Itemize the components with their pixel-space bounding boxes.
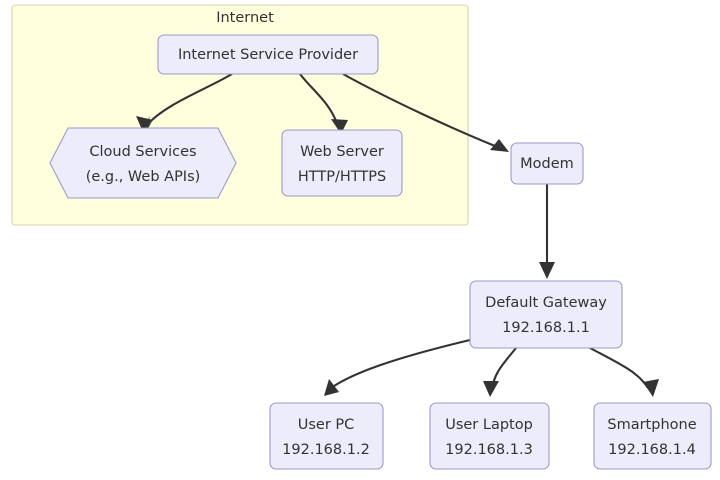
node-isp-box — [157, 34, 379, 75]
node-default-gateway-ip: 192.168.1.1 — [502, 320, 590, 336]
node-user-laptop-box — [429, 402, 550, 470]
node-modem-label: Modem — [520, 156, 574, 172]
node-user-laptop-ip: 192.168.1.3 — [445, 442, 533, 458]
node-cloud-services[interactable]: Cloud Services (e.g., Web APIs) — [49, 127, 237, 199]
edge-isp-to-modem — [342, 73, 509, 152]
node-user-pc-label-line1: User PC — [298, 417, 355, 433]
node-internet-service-provider[interactable]: Internet Service Provider — [157, 34, 379, 75]
node-web-server-label-line1: Web Server — [300, 144, 384, 160]
edge-isp-to-webserver — [299, 73, 348, 134]
node-smartphone-ip: 192.168.1.4 — [608, 442, 696, 458]
node-web-server[interactable]: Web Server HTTP/HTTPS — [281, 129, 403, 197]
edge-isp-to-webserver-arrow — [331, 119, 348, 134]
edge-isp-to-modem-arrow — [490, 139, 509, 152]
node-default-gateway-label-line1: Default Gateway — [485, 295, 607, 311]
edge-gateway-to-laptop-arrow — [483, 381, 499, 397]
node-cloud-services-label-line2: (e.g., Web APIs) — [86, 169, 201, 185]
edge-modem-to-gateway — [539, 184, 555, 279]
node-web-server-box — [281, 129, 403, 197]
edge-isp-to-cloud-path — [145, 73, 233, 127]
node-smartphone[interactable]: Smartphone 192.168.1.4 — [593, 402, 712, 470]
edge-gateway-to-smartphone-arrow — [643, 379, 659, 397]
node-user-laptop[interactable]: User Laptop 192.168.1.3 — [429, 402, 550, 470]
edge-gateway-to-laptop — [483, 347, 517, 397]
edge-gateway-to-userpc-path — [330, 338, 471, 389]
edge-modem-to-gateway-arrow — [539, 262, 555, 279]
node-default-gateway-box — [469, 280, 623, 349]
edge-gateway-to-userpc — [324, 338, 471, 396]
node-user-pc-box — [269, 402, 384, 470]
edge-gateway-to-smartphone — [589, 347, 659, 397]
node-web-server-label-line2: HTTP/HTTPS — [298, 169, 386, 185]
node-isp-label: Internet Service Provider — [178, 47, 358, 63]
node-cloud-services-hexagon — [49, 127, 237, 199]
edge-isp-to-cloud-arrow — [136, 116, 153, 132]
node-smartphone-box — [593, 402, 712, 470]
node-modem[interactable]: Modem — [510, 142, 584, 185]
node-user-pc[interactable]: User PC 192.168.1.2 — [269, 402, 384, 470]
cluster-internet-title: Internet — [216, 10, 274, 26]
node-default-gateway[interactable]: Default Gateway 192.168.1.1 — [469, 280, 623, 349]
node-modem-box — [510, 142, 584, 185]
node-user-laptop-label-line1: User Laptop — [445, 417, 533, 433]
edge-gateway-to-userpc-arrow — [324, 379, 339, 396]
node-smartphone-label-line1: Smartphone — [607, 417, 696, 433]
node-cloud-services-label-line1: Cloud Services — [89, 144, 196, 160]
edge-isp-to-modem-path — [342, 73, 501, 149]
node-user-pc-ip: 192.168.1.2 — [282, 442, 370, 458]
edge-gateway-to-smartphone-path — [589, 347, 649, 389]
